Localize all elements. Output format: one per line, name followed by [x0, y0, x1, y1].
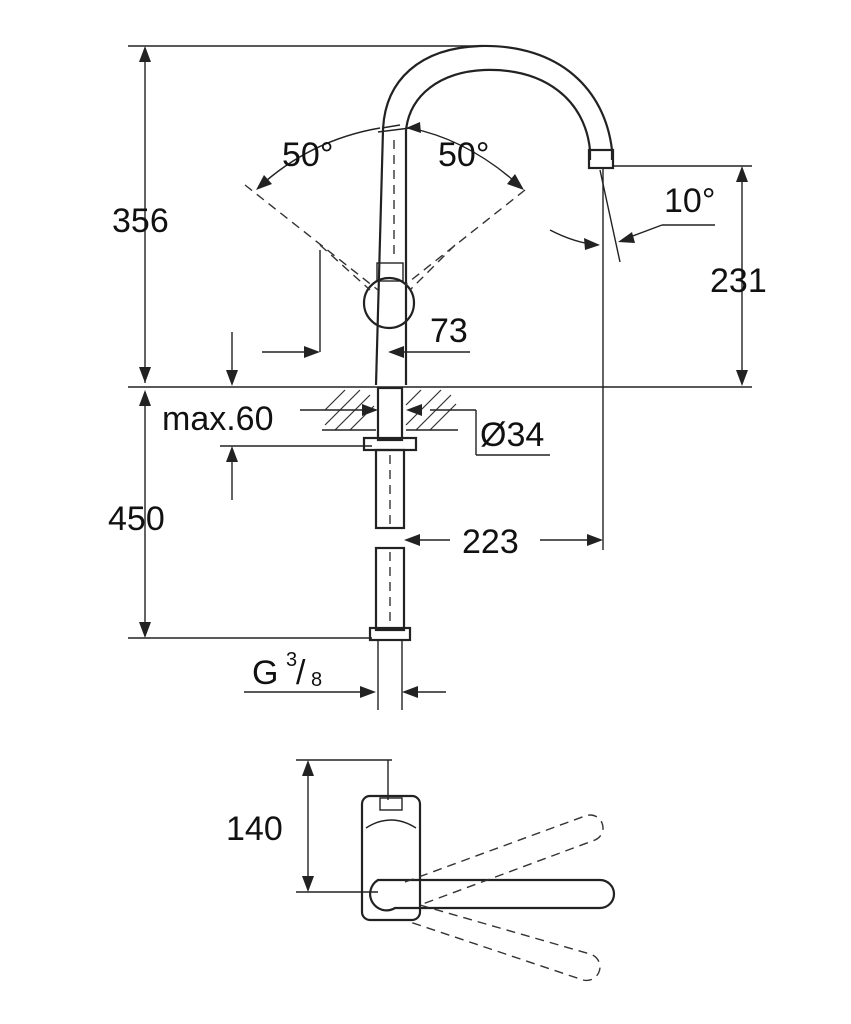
top-lever-swing-down	[409, 904, 601, 982]
label-angle-left: 50°	[282, 136, 333, 174]
lever-ball	[362, 276, 416, 330]
lever-swing-right	[404, 189, 526, 286]
hose-fitting	[368, 626, 412, 642]
body-left-edge	[374, 129, 385, 386]
label-height-total: 356	[112, 202, 169, 240]
hose-upper	[374, 448, 406, 530]
hose-lower	[374, 546, 406, 632]
body-top-cap	[377, 127, 411, 133]
top-body	[360, 794, 422, 922]
faucet-side-view	[244, 44, 615, 710]
spout-inner	[404, 68, 592, 160]
label-thread-slash: /	[296, 654, 306, 692]
label-thread-den: 8	[311, 669, 322, 691]
lever-collar	[376, 262, 404, 282]
label-lever-offset: 73	[430, 312, 468, 350]
label-spout-height: 231	[710, 262, 767, 300]
lever-swing-right-2	[409, 244, 456, 291]
lever-swing-left	[244, 184, 379, 291]
label-spout-reach: 223	[462, 523, 519, 561]
lever-swing-left-2	[319, 244, 371, 291]
top-lever	[369, 878, 616, 912]
label-hose-length: 450	[108, 500, 165, 538]
label-hole-diameter: Ø34	[480, 416, 544, 454]
label-top-depth: 140	[226, 810, 283, 848]
spout-tip	[587, 148, 615, 170]
label-thread-num: 3	[286, 649, 297, 671]
top-lever-swing-up	[404, 814, 604, 906]
mount-shank	[376, 386, 404, 442]
label-spout-angle: 10°	[664, 182, 715, 220]
label-thread-g: G	[252, 654, 278, 692]
faucet-top-view	[296, 759, 616, 982]
label-max-thickness: max.60	[162, 400, 274, 438]
counter-hatch-right	[405, 389, 458, 431]
dimension-lines	[128, 45, 752, 698]
label-angle-right: 50°	[438, 136, 489, 174]
spout-outer	[381, 44, 614, 160]
